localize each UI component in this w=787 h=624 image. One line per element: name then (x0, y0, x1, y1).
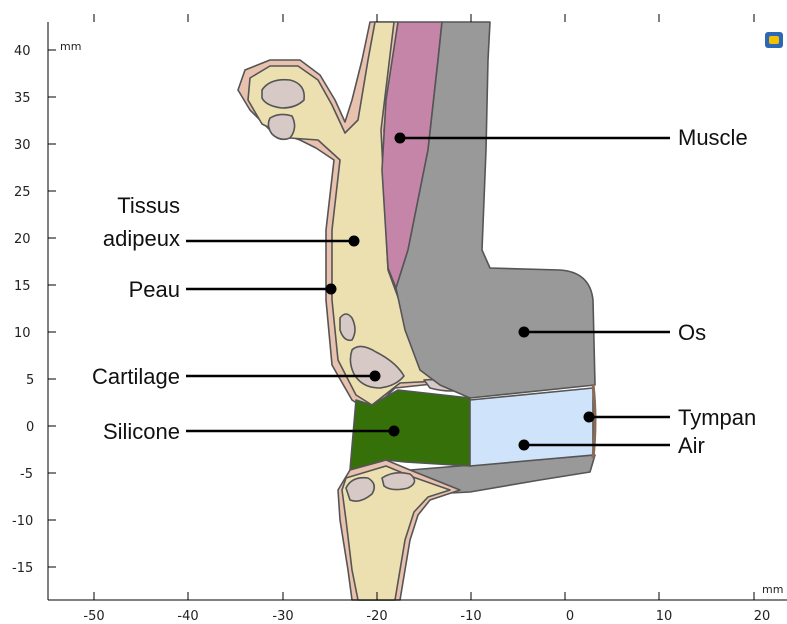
label-os: Os (678, 320, 706, 345)
label-muscle: Muscle (678, 125, 748, 150)
y-tick-label: 0 (26, 420, 34, 435)
y-unit-label: mm (60, 40, 81, 53)
y-tick-label: -10 (12, 514, 33, 529)
x-tick-label: -50 (83, 609, 104, 624)
x-tick-label: -30 (272, 609, 293, 624)
x-tick-label: 0 (566, 609, 574, 624)
label-peau: Peau (129, 277, 180, 302)
y-tick-label: -15 (12, 561, 33, 576)
label-tympan: Tympan (678, 405, 756, 430)
y-tick-label: 25 (14, 185, 31, 200)
comsol-logo-icon (765, 32, 783, 48)
y-tick-label: -5 (20, 467, 33, 482)
y-tick-label: 20 (14, 232, 31, 247)
x-unit-label: mm (762, 583, 783, 596)
x-tick-label: -20 (366, 609, 387, 624)
label-tissus-line1: Tissus (117, 193, 180, 218)
x-tick-label: -40 (177, 609, 198, 624)
cartilage-upper-3 (340, 314, 355, 340)
x-tick-label: 10 (656, 609, 673, 624)
label-cartilage: Cartilage (92, 364, 180, 389)
y-tick-label: 40 (14, 44, 31, 59)
y-tick-label: 10 (14, 326, 31, 341)
cartilage-lower-2 (382, 473, 415, 490)
x-tick-label: -10 (460, 609, 481, 624)
cartilage-upper-1 (262, 80, 304, 108)
label-tissus-line2: adipeux (103, 226, 180, 251)
x-tick-label: 20 (754, 609, 771, 624)
y-tick-label: 5 (26, 373, 34, 388)
y-tick-label: 30 (14, 138, 31, 153)
label-silicone: Silicone (103, 419, 180, 444)
air-region (470, 388, 593, 466)
label-air: Air (678, 433, 705, 458)
y-tick-label: 15 (14, 279, 31, 294)
y-tick-label: 35 (14, 91, 31, 106)
